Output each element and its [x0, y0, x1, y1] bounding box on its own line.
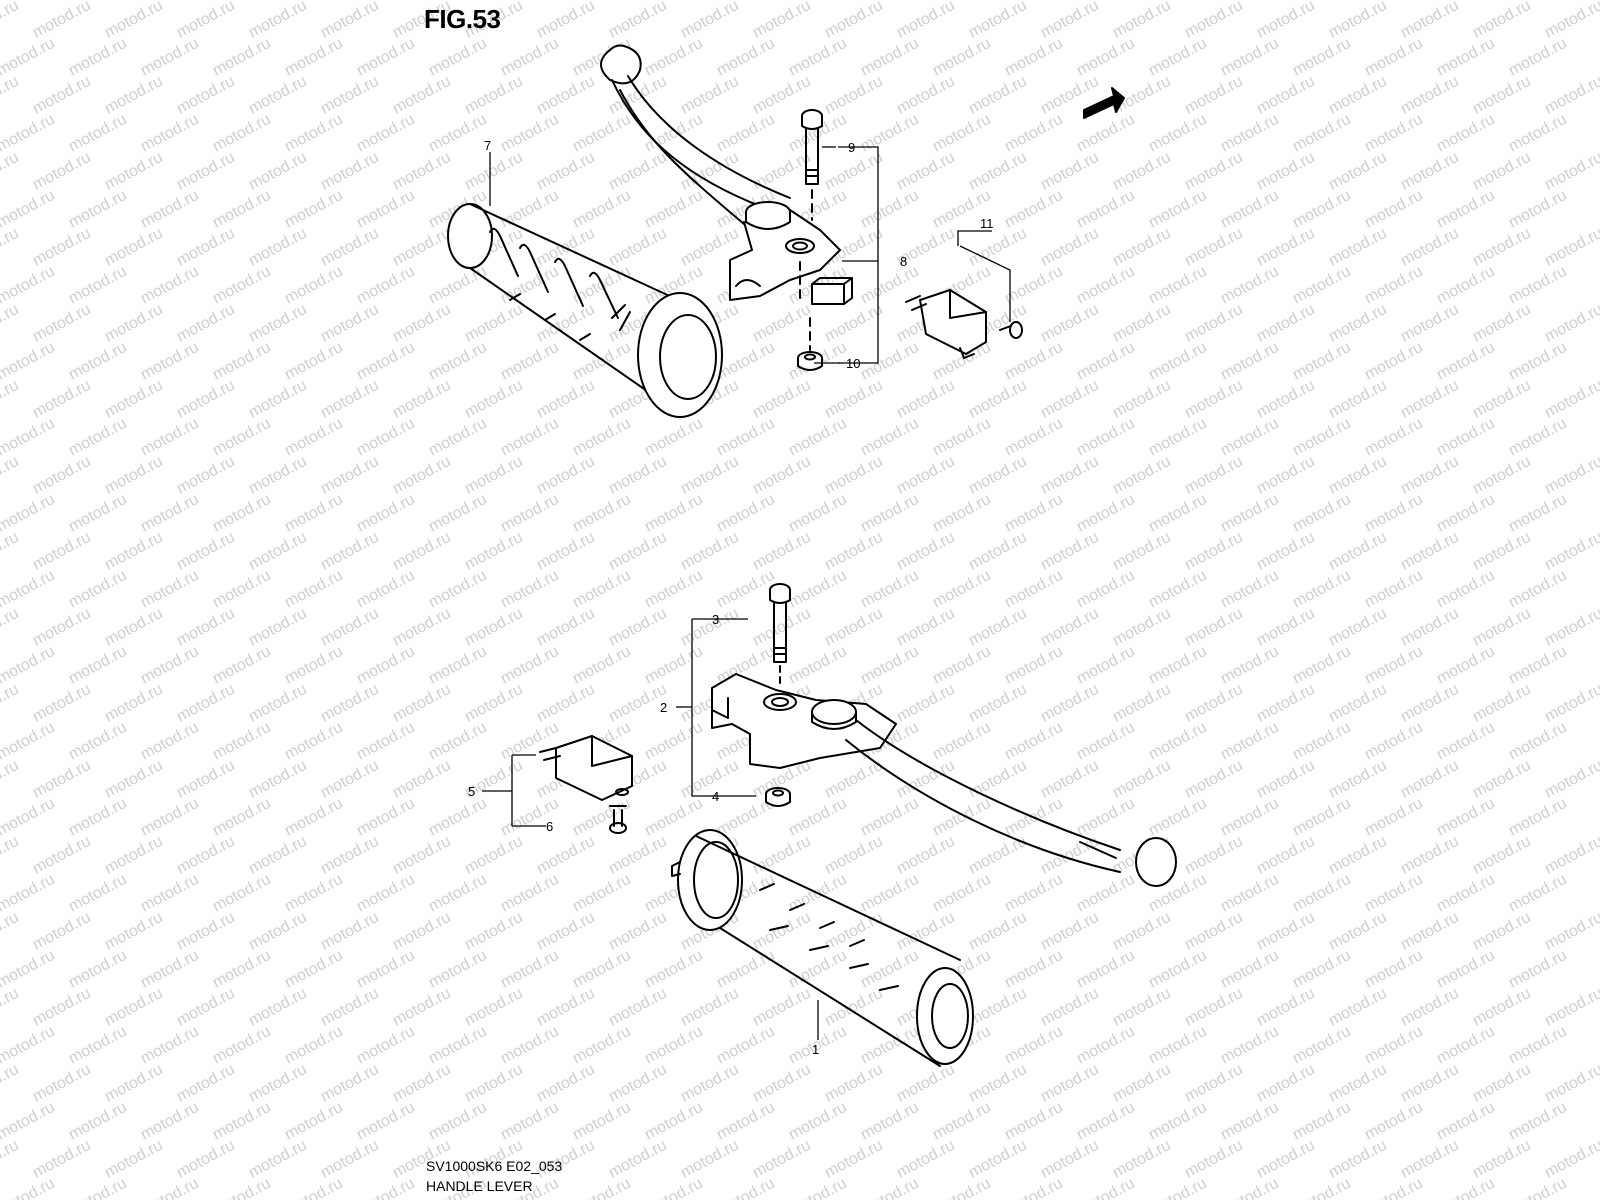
- callout-6: 6: [546, 819, 553, 834]
- callout-7: 7: [484, 138, 491, 153]
- callout-5: 5: [468, 784, 475, 799]
- left-grip: [447, 203, 723, 418]
- clutch-lever: [600, 44, 853, 305]
- brake-switch: [539, 735, 633, 801]
- clutch-switch: [905, 289, 1023, 359]
- lever-pivot-bolt-top: [801, 109, 823, 221]
- figure-caption: HANDLE LEVER: [426, 1178, 533, 1194]
- lever-nut-bottom: [765, 787, 791, 807]
- callout-8: 8: [900, 254, 907, 269]
- figure-code: SV1000SK6 E02_053: [426, 1158, 563, 1174]
- callout-3: 3: [712, 612, 719, 627]
- switch-screw: [609, 805, 627, 834]
- figure-title: FIG.53: [424, 4, 501, 34]
- callout-1: 1: [812, 1042, 819, 1057]
- callout-10: 10: [846, 356, 860, 371]
- callout-4: 4: [712, 789, 719, 804]
- brake-lever: [711, 673, 1177, 887]
- right-grip: [671, 829, 974, 1067]
- lever-pivot-bolt-bottom: [769, 583, 791, 689]
- callout-9: 9: [848, 140, 855, 155]
- callout-11: 11: [980, 216, 994, 231]
- leader-lines: [482, 146, 1011, 1040]
- lever-nut-top: [797, 317, 823, 371]
- callout-2: 2: [660, 700, 667, 715]
- fwd-arrow-icon: [1083, 87, 1125, 119]
